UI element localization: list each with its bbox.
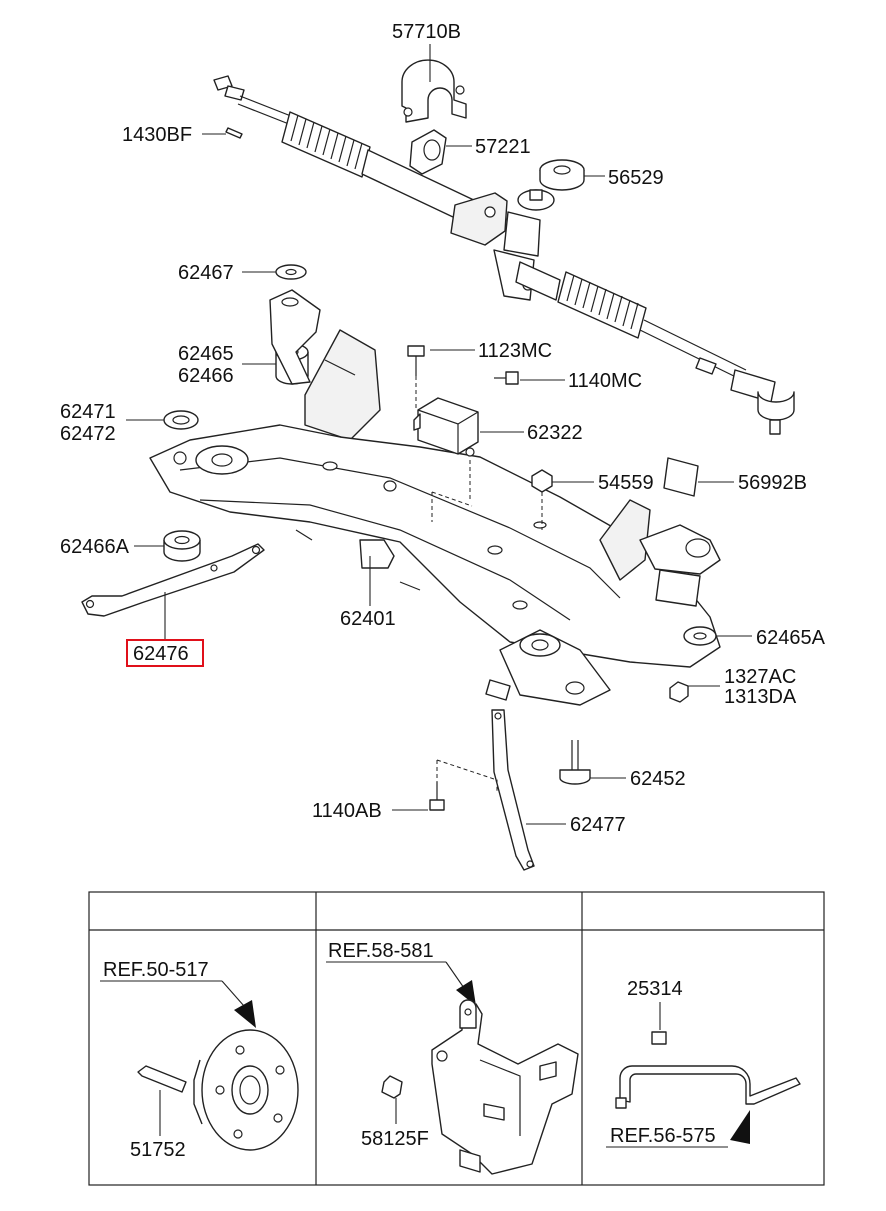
bracket-57710B <box>401 59 467 123</box>
ref-part-58125F: 58125F <box>361 1128 429 1150</box>
stay-rod-62477 <box>491 709 535 871</box>
leader-lines <box>126 44 752 825</box>
label-54559: 54559 <box>598 472 654 494</box>
label-62465: 62465 <box>178 343 234 365</box>
label-1313DA: 1313DA <box>724 686 797 708</box>
label-62467: 62467 <box>178 262 234 284</box>
nut-1327AC <box>669 681 689 703</box>
label-62472: 62472 <box>60 423 116 445</box>
ref-part-51752: 51752 <box>130 1139 186 1161</box>
label-62465A: 62465A <box>756 627 826 649</box>
nut-54559 <box>531 469 553 530</box>
bracket-62322 <box>413 397 479 457</box>
label-62401: 62401 <box>340 608 396 630</box>
steering-rack-assembly <box>213 75 795 435</box>
label-62477: 62477 <box>570 814 626 836</box>
label-56529: 56529 <box>608 167 664 189</box>
ref-cell-hub: REF.50-517 51752 <box>100 959 299 1161</box>
highlight-box-62476 <box>126 639 204 667</box>
washer-62465A <box>683 626 717 646</box>
label-1140AB: 1140AB <box>312 800 382 822</box>
label-62466A: 62466A <box>60 536 130 558</box>
bushing-57221 <box>409 129 447 175</box>
part-labels: 57710B 1430BF 57221 56529 62467 62465 62… <box>60 21 826 836</box>
ref-cell-stabilizer: 25314 REF.56-575 <box>606 978 801 1148</box>
label-62471: 62471 <box>60 401 116 423</box>
label-1140MC: 1140MC <box>568 370 642 392</box>
label-56992B: 56992B <box>738 472 807 494</box>
ref-arrow-50-517 <box>234 1000 256 1028</box>
ref-arrow-56-575 <box>730 1110 750 1144</box>
bolt-1140MC <box>494 371 519 385</box>
label-62466: 62466 <box>178 365 234 387</box>
label-62322: 62322 <box>527 422 583 444</box>
stud-62452 <box>559 740 591 785</box>
ref-label-56-575: REF.56-575 <box>610 1125 716 1147</box>
ref-label-58-581: REF.58-581 <box>328 940 434 962</box>
label-62452: 62452 <box>630 768 686 790</box>
bolt-1123MC <box>407 345 425 410</box>
ref-part-25314: 25314 <box>627 978 683 1000</box>
label-1123MC: 1123MC <box>478 340 552 362</box>
washer-56529 <box>539 159 585 191</box>
ref-arrow-58-581 <box>456 980 476 1006</box>
ref-label-50-517: REF.50-517 <box>103 959 209 981</box>
label-plate-56992B <box>663 457 699 497</box>
washer-62471 <box>163 410 199 430</box>
stay-rod-62476 <box>81 543 265 617</box>
label-57710B: 57710B <box>392 21 461 43</box>
reference-table: REF.50-517 51752 REF.58-581 <box>88 891 825 1186</box>
washer-62467 <box>275 264 307 280</box>
label-1430BF: 1430BF <box>122 124 192 146</box>
subframe-62401 <box>149 289 721 706</box>
bolt-1140AB <box>429 759 498 811</box>
ref-cell-caliper: REF.58-581 58125F <box>326 940 579 1175</box>
bolt-1430BF <box>225 127 243 139</box>
label-62476[interactable]: 62476 <box>133 643 189 665</box>
label-1327AC: 1327AC <box>724 666 796 688</box>
label-57221: 57221 <box>475 136 531 158</box>
bushing-62466A <box>163 530 201 562</box>
